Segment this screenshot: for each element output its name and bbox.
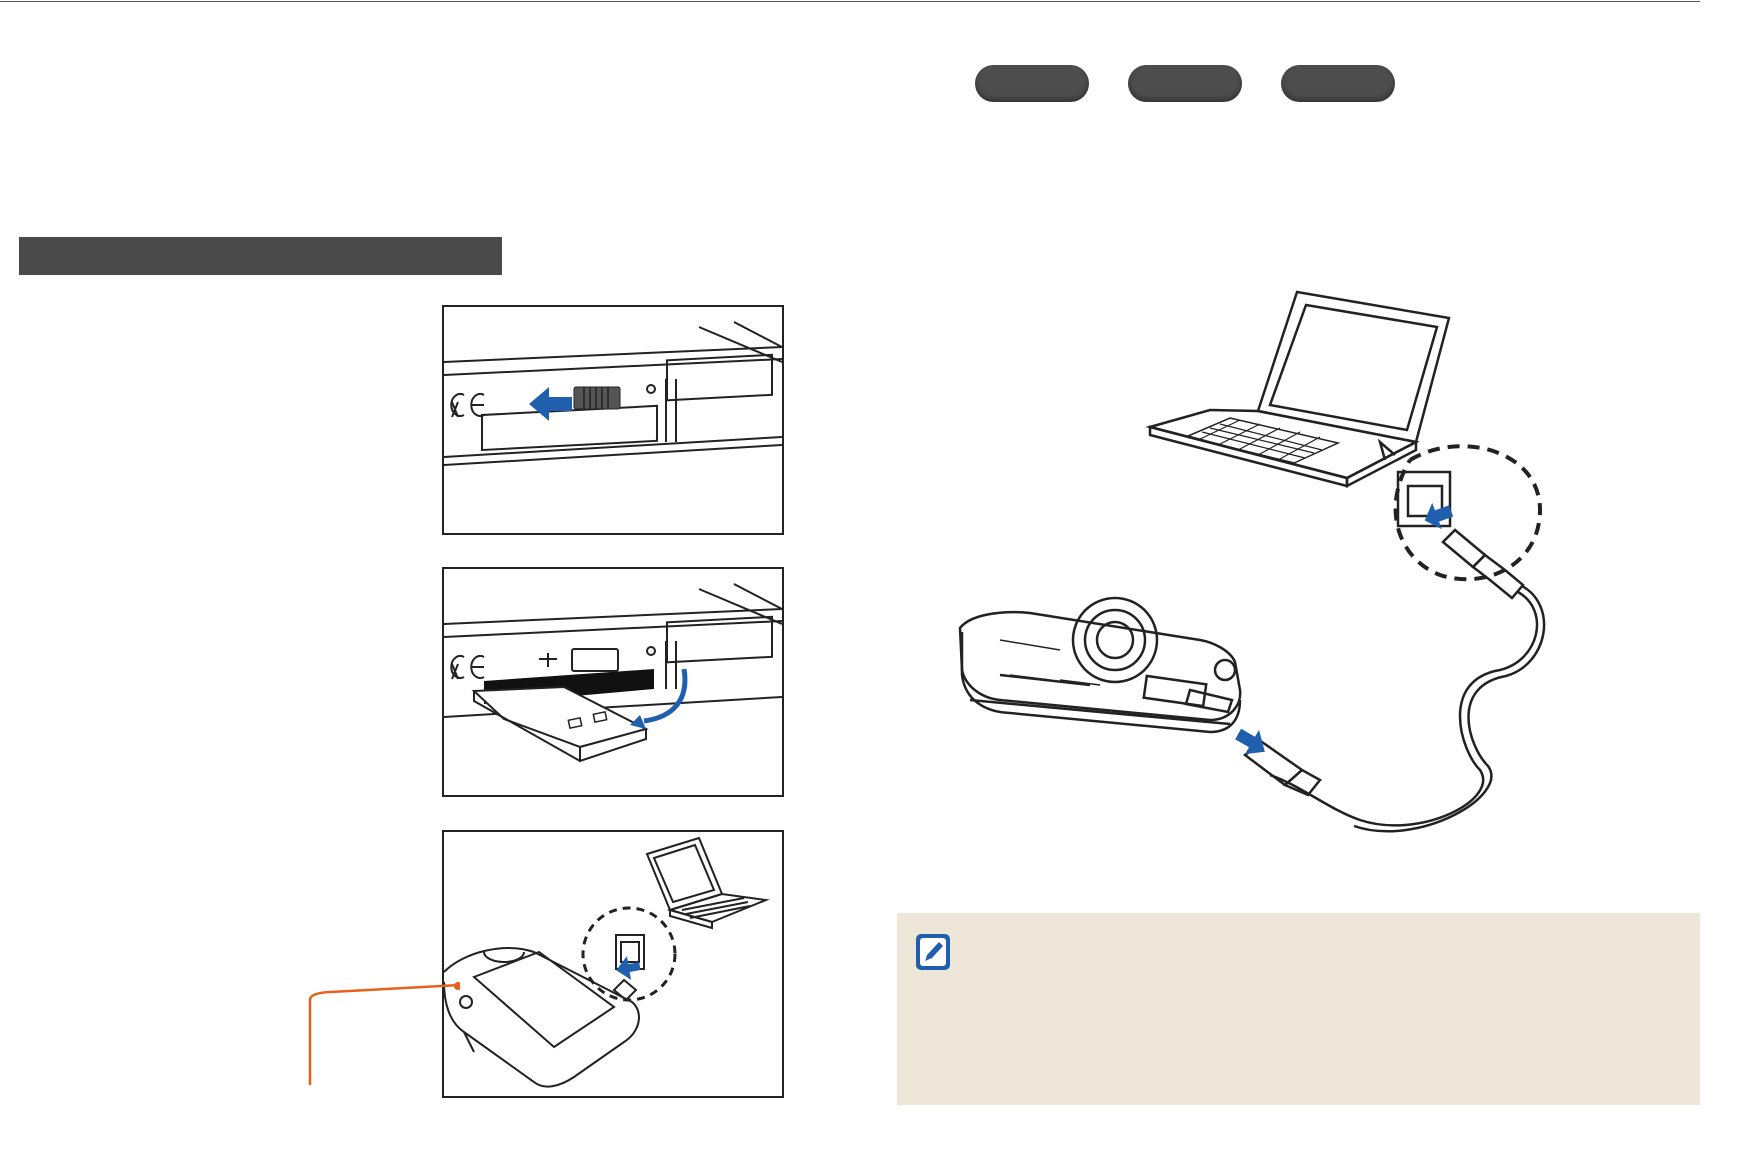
mode-pill-1 bbox=[975, 65, 1089, 102]
figure-step-1-slide-switch bbox=[442, 305, 784, 535]
figure-step-2-pull-connector bbox=[442, 567, 784, 797]
camera-to-pc-illustration bbox=[444, 836, 770, 1088]
leader-line bbox=[308, 982, 460, 1085]
main-camera-laptop-illustration bbox=[958, 290, 1546, 833]
note-pencil-icon bbox=[916, 934, 950, 970]
note-box bbox=[897, 913, 1700, 1105]
section-header-bar bbox=[19, 237, 502, 275]
mode-pill-3 bbox=[1281, 65, 1395, 102]
camera-bottom-switch-illustration bbox=[444, 321, 782, 466]
mode-pill-2 bbox=[1128, 65, 1242, 102]
top-rule bbox=[0, 1, 1700, 2]
figure-step-3-connect-pc bbox=[442, 830, 784, 1098]
usb-connector-illustration bbox=[444, 583, 782, 763]
